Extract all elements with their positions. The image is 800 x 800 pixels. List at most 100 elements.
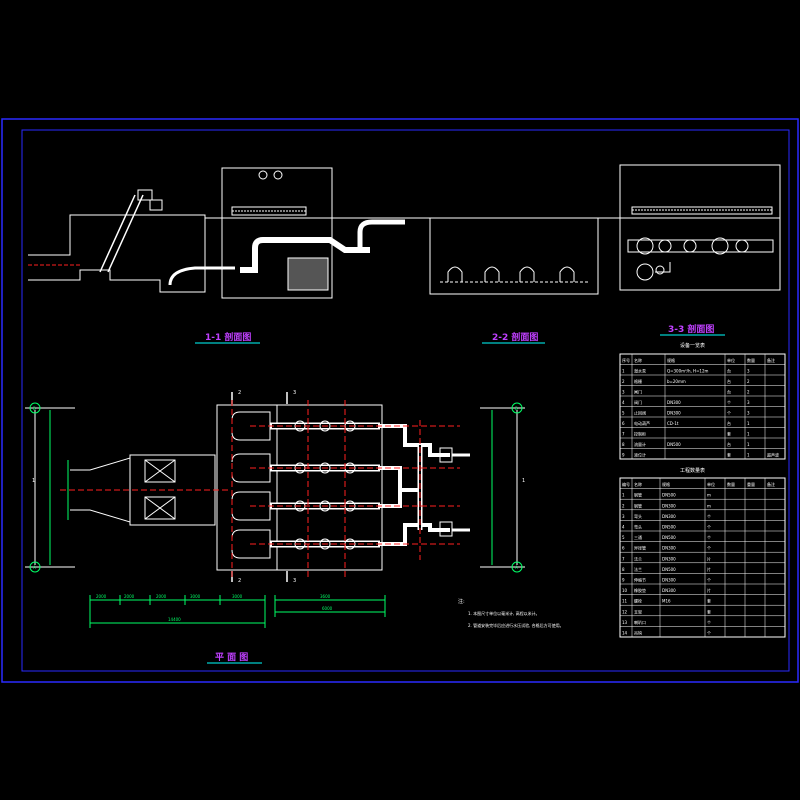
table-cell: 9 xyxy=(622,453,625,458)
table-cell: m xyxy=(707,493,711,498)
notes-head: 注: xyxy=(458,598,465,605)
table-cell: Q=300m³/h, H=12m xyxy=(667,369,709,374)
table-cell: 台 xyxy=(727,389,731,395)
table-cell: DN300 xyxy=(662,503,676,508)
table-cell: 3 xyxy=(622,514,625,519)
table-cell: 螺栓 xyxy=(634,598,642,604)
axis-b-right: B xyxy=(515,406,518,411)
table-cell: 1 xyxy=(747,421,750,426)
table-cell: 流量计 xyxy=(634,441,646,447)
table-cell: DN300 xyxy=(667,411,681,416)
table-cell: 法兰 xyxy=(634,566,642,572)
table-cell: 闸门 xyxy=(634,389,642,395)
table-cell: DN500 xyxy=(662,535,676,540)
table-cell: 弯头 xyxy=(634,524,642,530)
table-cell: 6 xyxy=(622,421,625,426)
table-cell: 3 xyxy=(622,390,625,395)
table-cell: 2 xyxy=(747,390,750,395)
table-cell: 4 xyxy=(622,400,625,405)
table-cell: 5 xyxy=(622,535,625,540)
table-cell: 14 xyxy=(622,631,628,636)
table-cell: 阀门 xyxy=(634,399,642,405)
table-cell: 超声波 xyxy=(767,452,779,458)
section-marker-3-bottom: 3 xyxy=(293,578,296,584)
table-cell: 套 xyxy=(707,608,711,614)
table-cell: 7 xyxy=(622,432,625,437)
table-cell: 支架 xyxy=(634,608,642,614)
table-cell: DN300 xyxy=(662,578,676,583)
table-cell: 电动葫芦 xyxy=(634,420,650,426)
table-header-cell: 规格 xyxy=(667,357,675,363)
table-cell: 8 xyxy=(622,567,625,572)
section-marker-1-left: 1 xyxy=(32,478,35,484)
table-header-cell: 序号 xyxy=(622,357,630,363)
table-cell: 弯头 xyxy=(634,513,642,519)
table-cell: 格栅 xyxy=(634,378,642,384)
table-cell: 个 xyxy=(707,631,711,636)
table-cell: 7 xyxy=(622,556,625,561)
table-cell: 片 xyxy=(707,566,711,572)
table-cell: DN500 xyxy=(667,442,681,447)
plan-dimension-lines xyxy=(89,595,386,628)
axis-bubbles xyxy=(29,402,523,573)
table-cell: 9 xyxy=(622,578,625,583)
table-cell: 钢管 xyxy=(634,492,642,498)
table-header-cell: 备注 xyxy=(767,481,775,487)
table-cell: DN300 xyxy=(662,588,676,593)
table-cell: 8 xyxy=(622,442,625,447)
table-cell: 6 xyxy=(622,546,625,551)
section-3-3-title: 3-3 剖面图 xyxy=(668,323,714,335)
section-2-2-title: 2-2 剖面图 xyxy=(492,331,538,343)
section-marker-3-top: 3 xyxy=(293,390,296,396)
table-cell: DN300 xyxy=(662,514,676,519)
table-cell: 1 xyxy=(747,432,750,437)
table-cell: 止回阀 xyxy=(634,410,646,416)
table-cell: 13 xyxy=(622,620,628,625)
table-cell: 个 xyxy=(707,620,711,625)
table-cell: 1 xyxy=(747,442,750,447)
outer-frame xyxy=(1,118,799,683)
plan-view-drawing xyxy=(25,392,525,582)
table-cell: 吊钩 xyxy=(634,630,642,636)
section-marker-2-top: 2 xyxy=(238,390,241,396)
table-cell: 4 xyxy=(622,525,625,530)
dim-plan-total: 14400 xyxy=(168,617,181,622)
table-cell: 台 xyxy=(727,420,731,426)
table-header-cell: 重量 xyxy=(747,481,755,487)
dim-plan-sub-2: 2000 xyxy=(124,594,135,599)
table-cell: 12 xyxy=(622,609,628,614)
table-cell: 异径管 xyxy=(634,545,646,551)
table-cell: 潜水泵 xyxy=(634,368,646,374)
table-cell: 个 xyxy=(727,400,731,405)
table-header-cell: 名称 xyxy=(634,357,642,363)
table-cell: 个 xyxy=(707,525,711,530)
section-1-1-drawing xyxy=(28,167,410,299)
table-cell: 5 xyxy=(622,411,625,416)
section-3-3-drawing xyxy=(619,164,781,291)
table-cell: M16 xyxy=(662,599,671,604)
dim-plan-sub-1: 2000 xyxy=(96,594,107,599)
table-cell: 钢管 xyxy=(634,502,642,508)
table-cell: 1 xyxy=(622,369,625,374)
dim-pump-total: 6000 xyxy=(322,606,333,611)
table-cell: 控制柜 xyxy=(634,431,646,437)
table-cell: 喇叭口 xyxy=(634,619,646,625)
table-cell: 橡胶垫 xyxy=(634,587,646,593)
table-header-cell: 数量 xyxy=(747,357,755,363)
table-cell: 2 xyxy=(622,379,625,384)
table-header-cell: 备注 xyxy=(767,357,775,363)
table-cell: 片 xyxy=(707,587,711,593)
section-marker-1-right: 1 xyxy=(522,478,525,484)
table-cell: 个 xyxy=(707,578,711,583)
plan-centerlines xyxy=(60,400,460,580)
table-cell: 片 xyxy=(707,555,711,561)
table-cell: 法兰 xyxy=(634,555,642,561)
table-cell: DN300 xyxy=(667,400,681,405)
table-cell: 台 xyxy=(727,378,731,384)
table-header-cell: 名称 xyxy=(634,481,642,487)
table-border xyxy=(619,477,786,638)
axis-a-left: A xyxy=(33,565,36,570)
plan-view-title: 平 面 图 xyxy=(215,652,248,663)
